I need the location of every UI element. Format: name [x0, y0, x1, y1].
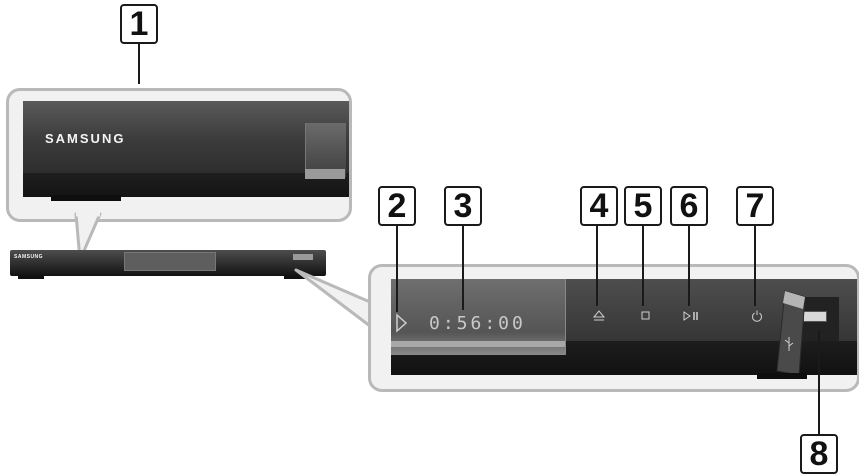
callout-7: 7 [736, 186, 774, 226]
right-side-cap [305, 123, 346, 177]
callout-7-leader [754, 226, 756, 306]
thumb-foot-right [284, 276, 310, 279]
eject-icon[interactable] [592, 310, 606, 321]
player-thumbnail: SAMSUNG [10, 250, 326, 276]
usb-door-flap[interactable] [775, 290, 811, 376]
callout-2: 2 [378, 186, 416, 226]
disc-indicator-icon [396, 313, 408, 333]
front-panel-lower-strip [23, 173, 349, 197]
front-panel-foot [51, 195, 121, 201]
zoom-front-bottom: 0:56:00 [368, 264, 859, 392]
callout-5-leader [642, 226, 644, 306]
play-pause-icon[interactable] [683, 311, 701, 321]
callout-2-leader [396, 226, 398, 312]
callout-6-leader [688, 226, 690, 306]
zoom-top-pointer [74, 211, 102, 262]
brand-logo-small: SAMSUNG [14, 254, 44, 260]
display-window-highlight [391, 341, 565, 347]
callout-1-leader [138, 44, 140, 84]
callout-3-leader [462, 226, 464, 310]
callout-6: 6 [670, 186, 708, 226]
brand-logo-large: SAMSUNG [45, 131, 126, 146]
callout-4: 4 [580, 186, 618, 226]
front-panel-foot-right [757, 373, 807, 379]
callout-1: 1 [120, 4, 158, 44]
callout-8: 8 [800, 434, 838, 474]
right-side-cap-light [305, 169, 345, 179]
display-readout: 0:56:00 [429, 313, 526, 334]
stop-icon[interactable] [641, 311, 651, 321]
zoom-front-top: SAMSUNG [6, 88, 352, 222]
callout-5: 5 [624, 186, 662, 226]
thumb-usb-cap [293, 254, 313, 260]
power-icon[interactable] [751, 310, 763, 322]
zoom-bottom-pointer [294, 268, 372, 328]
front-panel-top-face [23, 101, 349, 173]
callout-4-leader [596, 226, 598, 306]
usb-icon [784, 337, 794, 351]
thumb-foot-left [18, 276, 44, 279]
thumb-display-window [124, 252, 216, 271]
callout-3: 3 [444, 186, 482, 226]
callout-8-leader [818, 330, 820, 434]
